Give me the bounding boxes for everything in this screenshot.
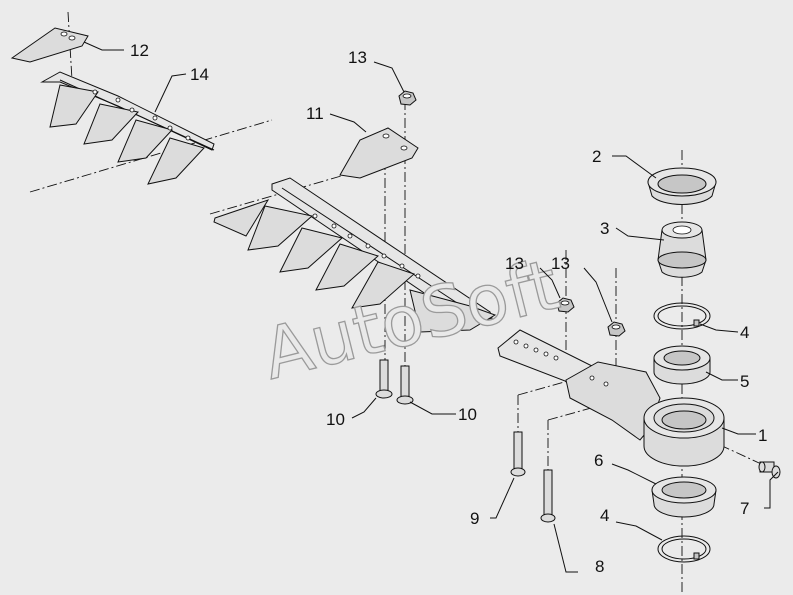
part-8-bolt — [540, 469, 556, 523]
part-13-nut-top — [398, 90, 417, 106]
callout-6: 6 — [594, 451, 603, 470]
part-13-nut-mid — [556, 297, 575, 313]
part-12-knife-head-plate — [10, 27, 89, 63]
callout-13-top: 13 — [348, 48, 367, 67]
callout-13-right: 13 — [551, 254, 570, 273]
part-4-circlip-lower — [657, 535, 711, 563]
part-11-knife-head-plate — [339, 127, 419, 179]
callout-10-left: 10 — [326, 410, 345, 429]
callout-4-lower: 4 — [600, 506, 609, 525]
part-9-bolt — [510, 431, 526, 477]
part-5-bearing — [653, 345, 711, 385]
callout-2: 2 — [592, 147, 601, 166]
callout-12: 12 — [130, 41, 149, 60]
part-13-nut-right — [607, 321, 626, 337]
part-1-knife-head-arm — [497, 329, 661, 441]
callout-5: 5 — [740, 372, 749, 391]
part-7-grease-nipple — [758, 461, 781, 479]
part-6-ring — [651, 476, 717, 518]
callout-numbers: 1 2 3 4 4 5 6 7 8 9 10 10 11 12 13 13 13… — [130, 41, 767, 576]
part-14-knife-bar-main — [213, 177, 497, 333]
part-3-bushing — [657, 221, 707, 278]
callout-4-upper: 4 — [740, 323, 749, 342]
callout-14: 14 — [190, 65, 209, 84]
callout-1: 1 — [758, 426, 767, 445]
part-1-bearing-housing — [643, 397, 725, 467]
callout-3: 3 — [600, 219, 609, 238]
part-10-bolt-right — [396, 365, 414, 405]
leader-lines — [83, 41, 779, 573]
callout-7: 7 — [740, 499, 749, 518]
callout-10-right: 10 — [458, 405, 477, 424]
callout-13-mid: 13 — [505, 254, 524, 273]
part-10-bolt-left — [375, 359, 393, 399]
callout-8: 8 — [595, 557, 604, 576]
part-4-circlip-upper — [653, 302, 711, 330]
callout-9: 9 — [470, 509, 479, 528]
part-2-cap — [647, 167, 717, 205]
part-14-knife-bar-top — [40, 71, 215, 185]
callout-11: 11 — [306, 104, 324, 123]
